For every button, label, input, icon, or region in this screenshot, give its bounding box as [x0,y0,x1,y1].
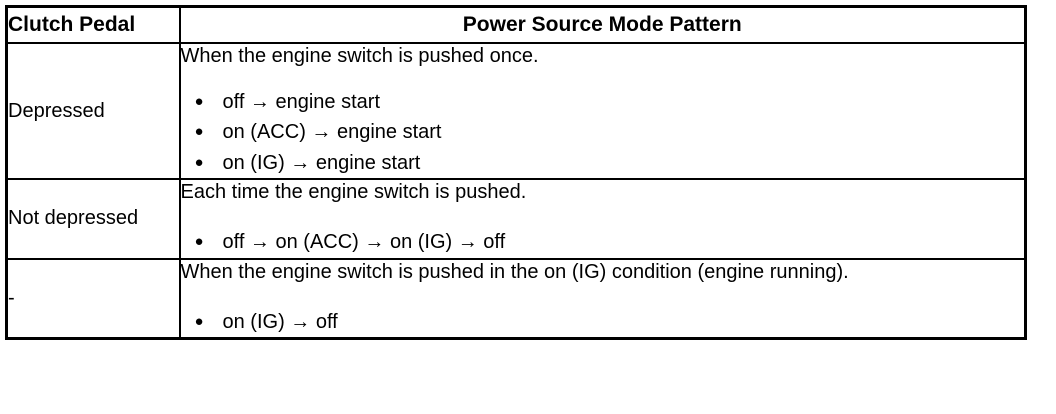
row-intro-text: When the engine switch is pushed in the … [180,260,849,283]
row-intro-text: When the engine switch is pushed once. [180,45,539,67]
row-label-not-depressed: Not depressed [5,178,181,260]
row-content-depressed: When the engine switch is pushed once. ●… [178,41,1027,181]
table-header-row: Clutch Pedal Power Source Mode Pattern [5,5,1027,44]
bullet-dot-icon: ● [194,233,204,251]
list-item-label: on (IG) → off [222,310,338,333]
bullet-dot-icon: ● [194,153,204,171]
bullet-dot-icon: ● [194,93,204,110]
bullet-list: ● off → engine start ● on (ACC) → engine… [181,87,1025,178]
row-content-not-depressed: Each time the engine switch is pushed. ●… [178,178,1027,260]
list-item-label: on (IG) → engine start [222,151,421,174]
power-source-mode-table: Clutch Pedal Power Source Mode Pattern D… [5,5,1027,340]
bullet-list: ● on (IG) → off [181,307,1025,337]
list-item-label: off → on (ACC) → on (IG) → off [222,231,506,254]
list-item-label: off → engine start [222,91,381,113]
row-content-none: When the engine switch is pushed in the … [178,257,1027,340]
list-item: ● on (ACC) → engine start [181,117,1025,147]
list-item: ● off → on (ACC) → on (IG) → off [181,227,1025,257]
table-row: Depressed When the engine switch is push… [5,41,1027,181]
column-header-power-source-mode-pattern: Power Source Mode Pattern [178,5,1027,44]
row-label-none: - [5,257,181,340]
row-intro-text: Each time the engine switch is pushed. [180,181,527,204]
bullet-dot-icon: ● [194,312,204,330]
list-item: ● on (IG) → engine start [181,148,1025,178]
bullet-list: ● off → on (ACC) → on (IG) → off [181,227,1025,257]
list-item-label: on (ACC) → engine start [222,121,442,144]
row-label-depressed: Depressed [5,41,181,181]
table-row: Not depressed Each time the engine switc… [5,178,1027,260]
bullet-dot-icon: ● [194,123,204,141]
column-header-clutch-pedal: Clutch Pedal [5,5,181,44]
table-row: - When the engine switch is pushed in th… [5,257,1027,340]
list-item: ● on (IG) → off [181,307,1025,337]
list-item: ● off → engine start [181,87,1025,117]
